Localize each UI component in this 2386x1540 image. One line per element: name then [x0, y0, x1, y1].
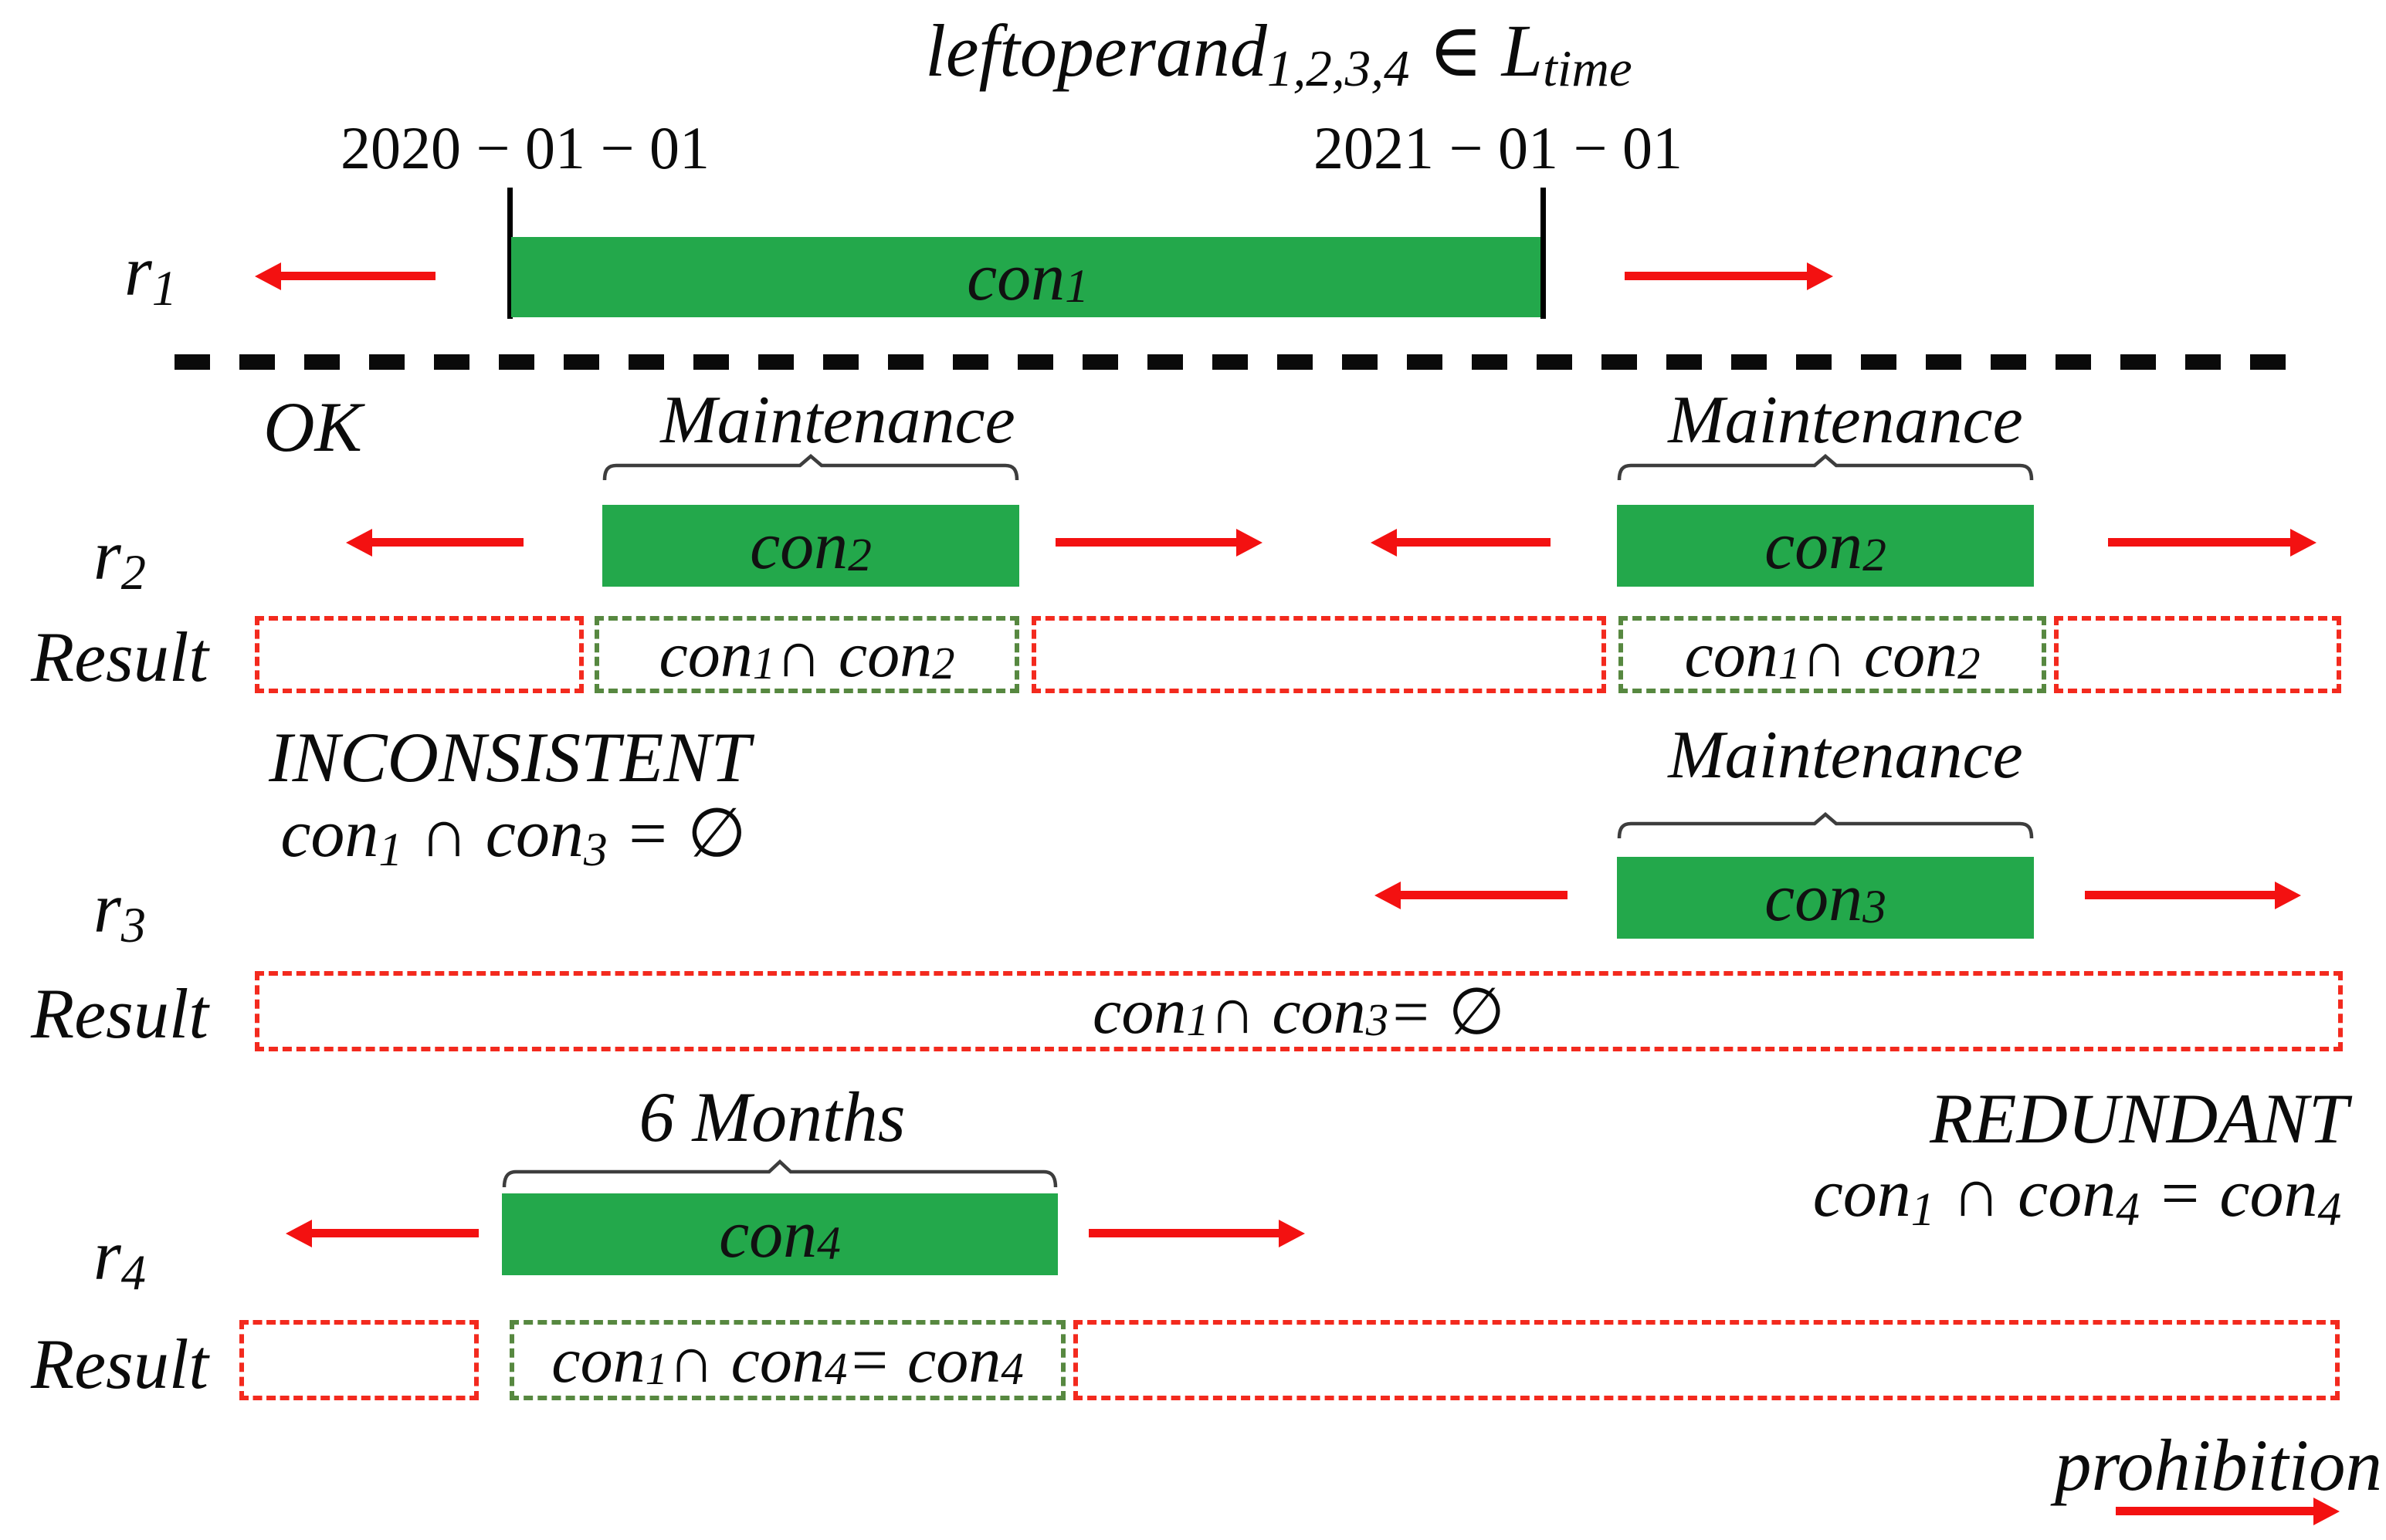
row-label-r2: r2 [93, 516, 146, 600]
label-inconsistent: INCONSISTENT [269, 718, 751, 797]
result-label-1: Result [31, 618, 208, 696]
legend-prohibition-label: prohibition [2054, 1424, 2382, 1506]
left-arrow-r3 [1401, 891, 1568, 899]
result-box-empty-1b [1032, 616, 1606, 693]
date-label-start: 2020 − 01 − 01 [341, 114, 710, 181]
result-box-empty-1a [255, 616, 584, 693]
brace-con2-second [1617, 454, 2034, 481]
boundary-tick-end [1540, 188, 1546, 319]
left-arrow-r2-first [372, 538, 524, 547]
right-arrow-r4 [1089, 1229, 1279, 1237]
label-maintenance-1: Maintenance [660, 383, 1015, 458]
equation-redundant: con1 ∩ con4 = con4 [1812, 1156, 2342, 1237]
label-maintenance-2: Maintenance [1668, 383, 2023, 458]
row-label-r1: r1 [124, 232, 177, 316]
left-arrow-r4 [312, 1229, 479, 1237]
result-box-empty-3a [239, 1320, 479, 1400]
equation-inconsistent: con1 ∩ con3 = ∅ [280, 797, 747, 877]
brace-con4 [502, 1159, 1058, 1188]
left-arrow-r1 [281, 272, 436, 280]
result-box-empty-1c [2054, 616, 2341, 693]
left-arrow-r2-second [1397, 538, 1551, 547]
brace-con3 [1617, 812, 2034, 839]
label-redundant: REDUNDANT [1930, 1079, 2348, 1158]
legend-prohibition-arrow [2116, 1507, 2313, 1515]
date-label-end: 2021 − 01 − 01 [1313, 114, 1683, 181]
result-box-empty-3b [1073, 1320, 2340, 1400]
divider-dashed-line [175, 354, 2287, 370]
row-label-r4: r4 [93, 1216, 146, 1300]
figure-title: leftoperand1,2,3,4 ∈ Ltime [925, 9, 1632, 98]
result-label-2: Result [31, 974, 208, 1053]
right-arrow-r3 [2085, 891, 2275, 899]
row-label-r3: r3 [93, 868, 146, 953]
right-arrow-r2-first [1056, 538, 1236, 547]
boundary-tick-start [507, 188, 513, 319]
brace-con2-first [602, 454, 1019, 481]
label-ok: OK [263, 388, 362, 466]
right-arrow-r2-second [2108, 538, 2290, 547]
right-arrow-r1 [1625, 272, 1807, 280]
label-six-months: 6 Months [639, 1078, 906, 1156]
label-maintenance-3: Maintenance [1668, 718, 2023, 793]
result-label-3: Result [31, 1325, 208, 1403]
